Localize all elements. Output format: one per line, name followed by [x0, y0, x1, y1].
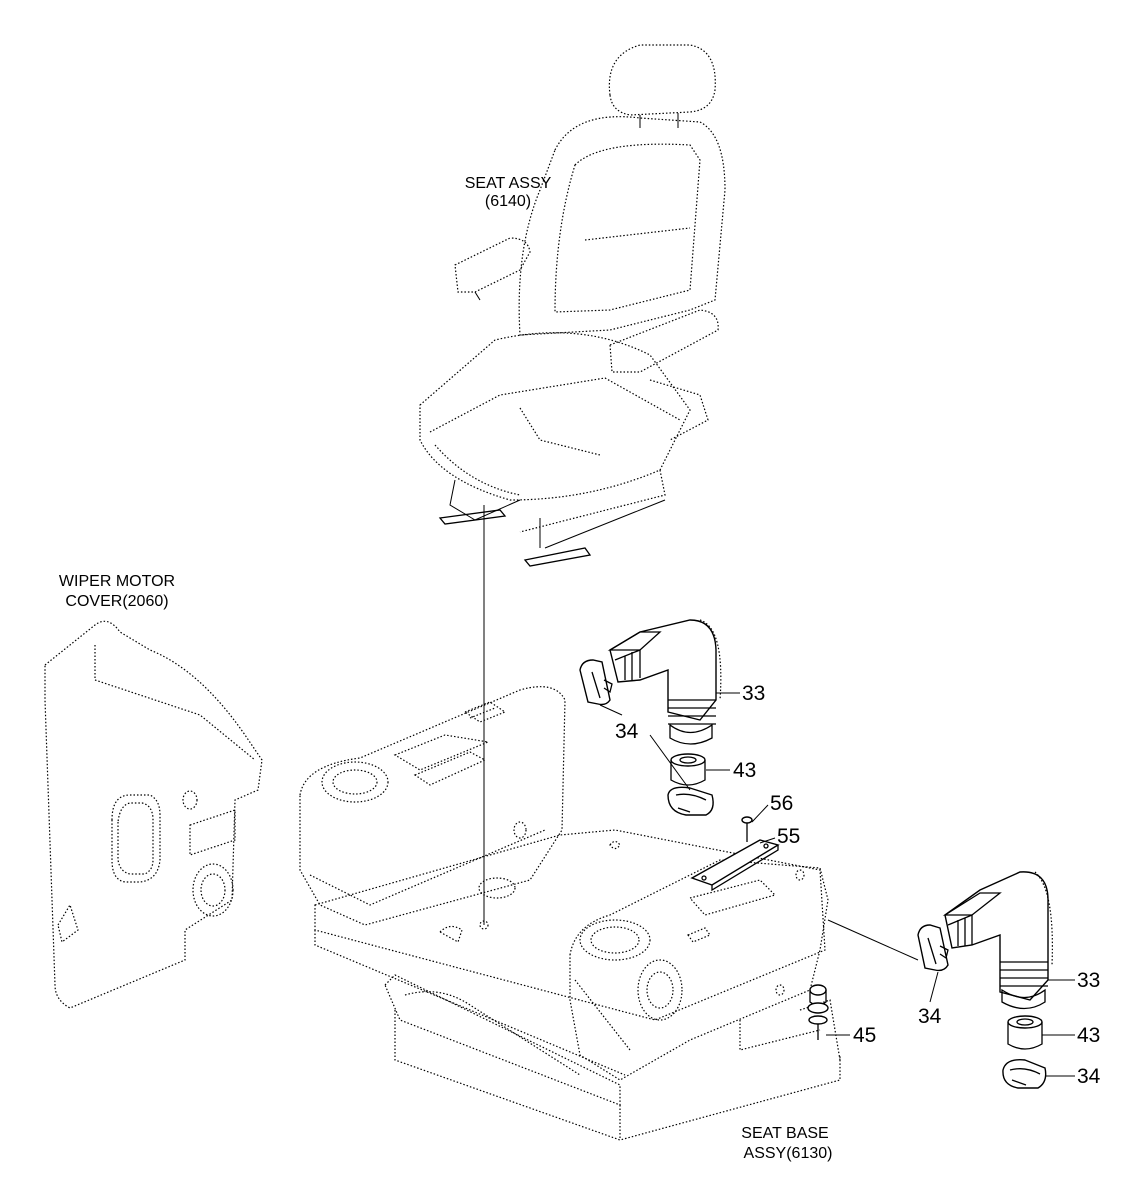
leader-lines — [599, 692, 1075, 1077]
seat-assy-code: (6140) — [485, 193, 531, 210]
callout-56: 56 — [770, 792, 793, 815]
callout-45: 45 — [853, 1024, 876, 1047]
callout-43-lower: 43 — [1077, 1024, 1100, 1047]
cap-lower — [1002, 1059, 1047, 1089]
callout-55: 55 — [777, 825, 800, 848]
ring-upper — [670, 753, 706, 786]
duct-elbow-upper — [607, 619, 722, 745]
seat-assembly-drawing — [419, 44, 726, 567]
callout-43-upper: 43 — [733, 759, 756, 782]
duct-elbow-lower — [942, 871, 1053, 1010]
seat-base-label: SEAT BASE — [741, 1125, 828, 1142]
cover-plate — [690, 839, 780, 892]
clip-lower — [917, 924, 949, 972]
ring-lower — [1007, 1015, 1043, 1050]
screw — [741, 816, 753, 842]
seat-base-code: ASSY(6130) — [744, 1145, 833, 1162]
cap-upper — [667, 786, 714, 816]
callout-34-lower-clip: 34 — [918, 1005, 942, 1028]
bolt-assembly — [807, 984, 829, 1040]
callout-33-lower: 33 — [1077, 969, 1100, 992]
wiper-cover-code: COVER(2060) — [65, 593, 168, 610]
callout-33-upper: 33 — [742, 682, 765, 705]
seat-assy-label: SEAT ASSY — [465, 175, 552, 192]
wiper-motor-cover-drawing — [44, 620, 263, 1009]
callout-34-upper: 34 — [615, 720, 639, 743]
seat-base-assembly-drawing — [299, 686, 841, 1141]
wiper-cover-label: WIPER MOTOR — [59, 573, 175, 590]
callout-34-lower-cap: 34 — [1077, 1065, 1101, 1088]
clip-upper — [579, 659, 613, 706]
